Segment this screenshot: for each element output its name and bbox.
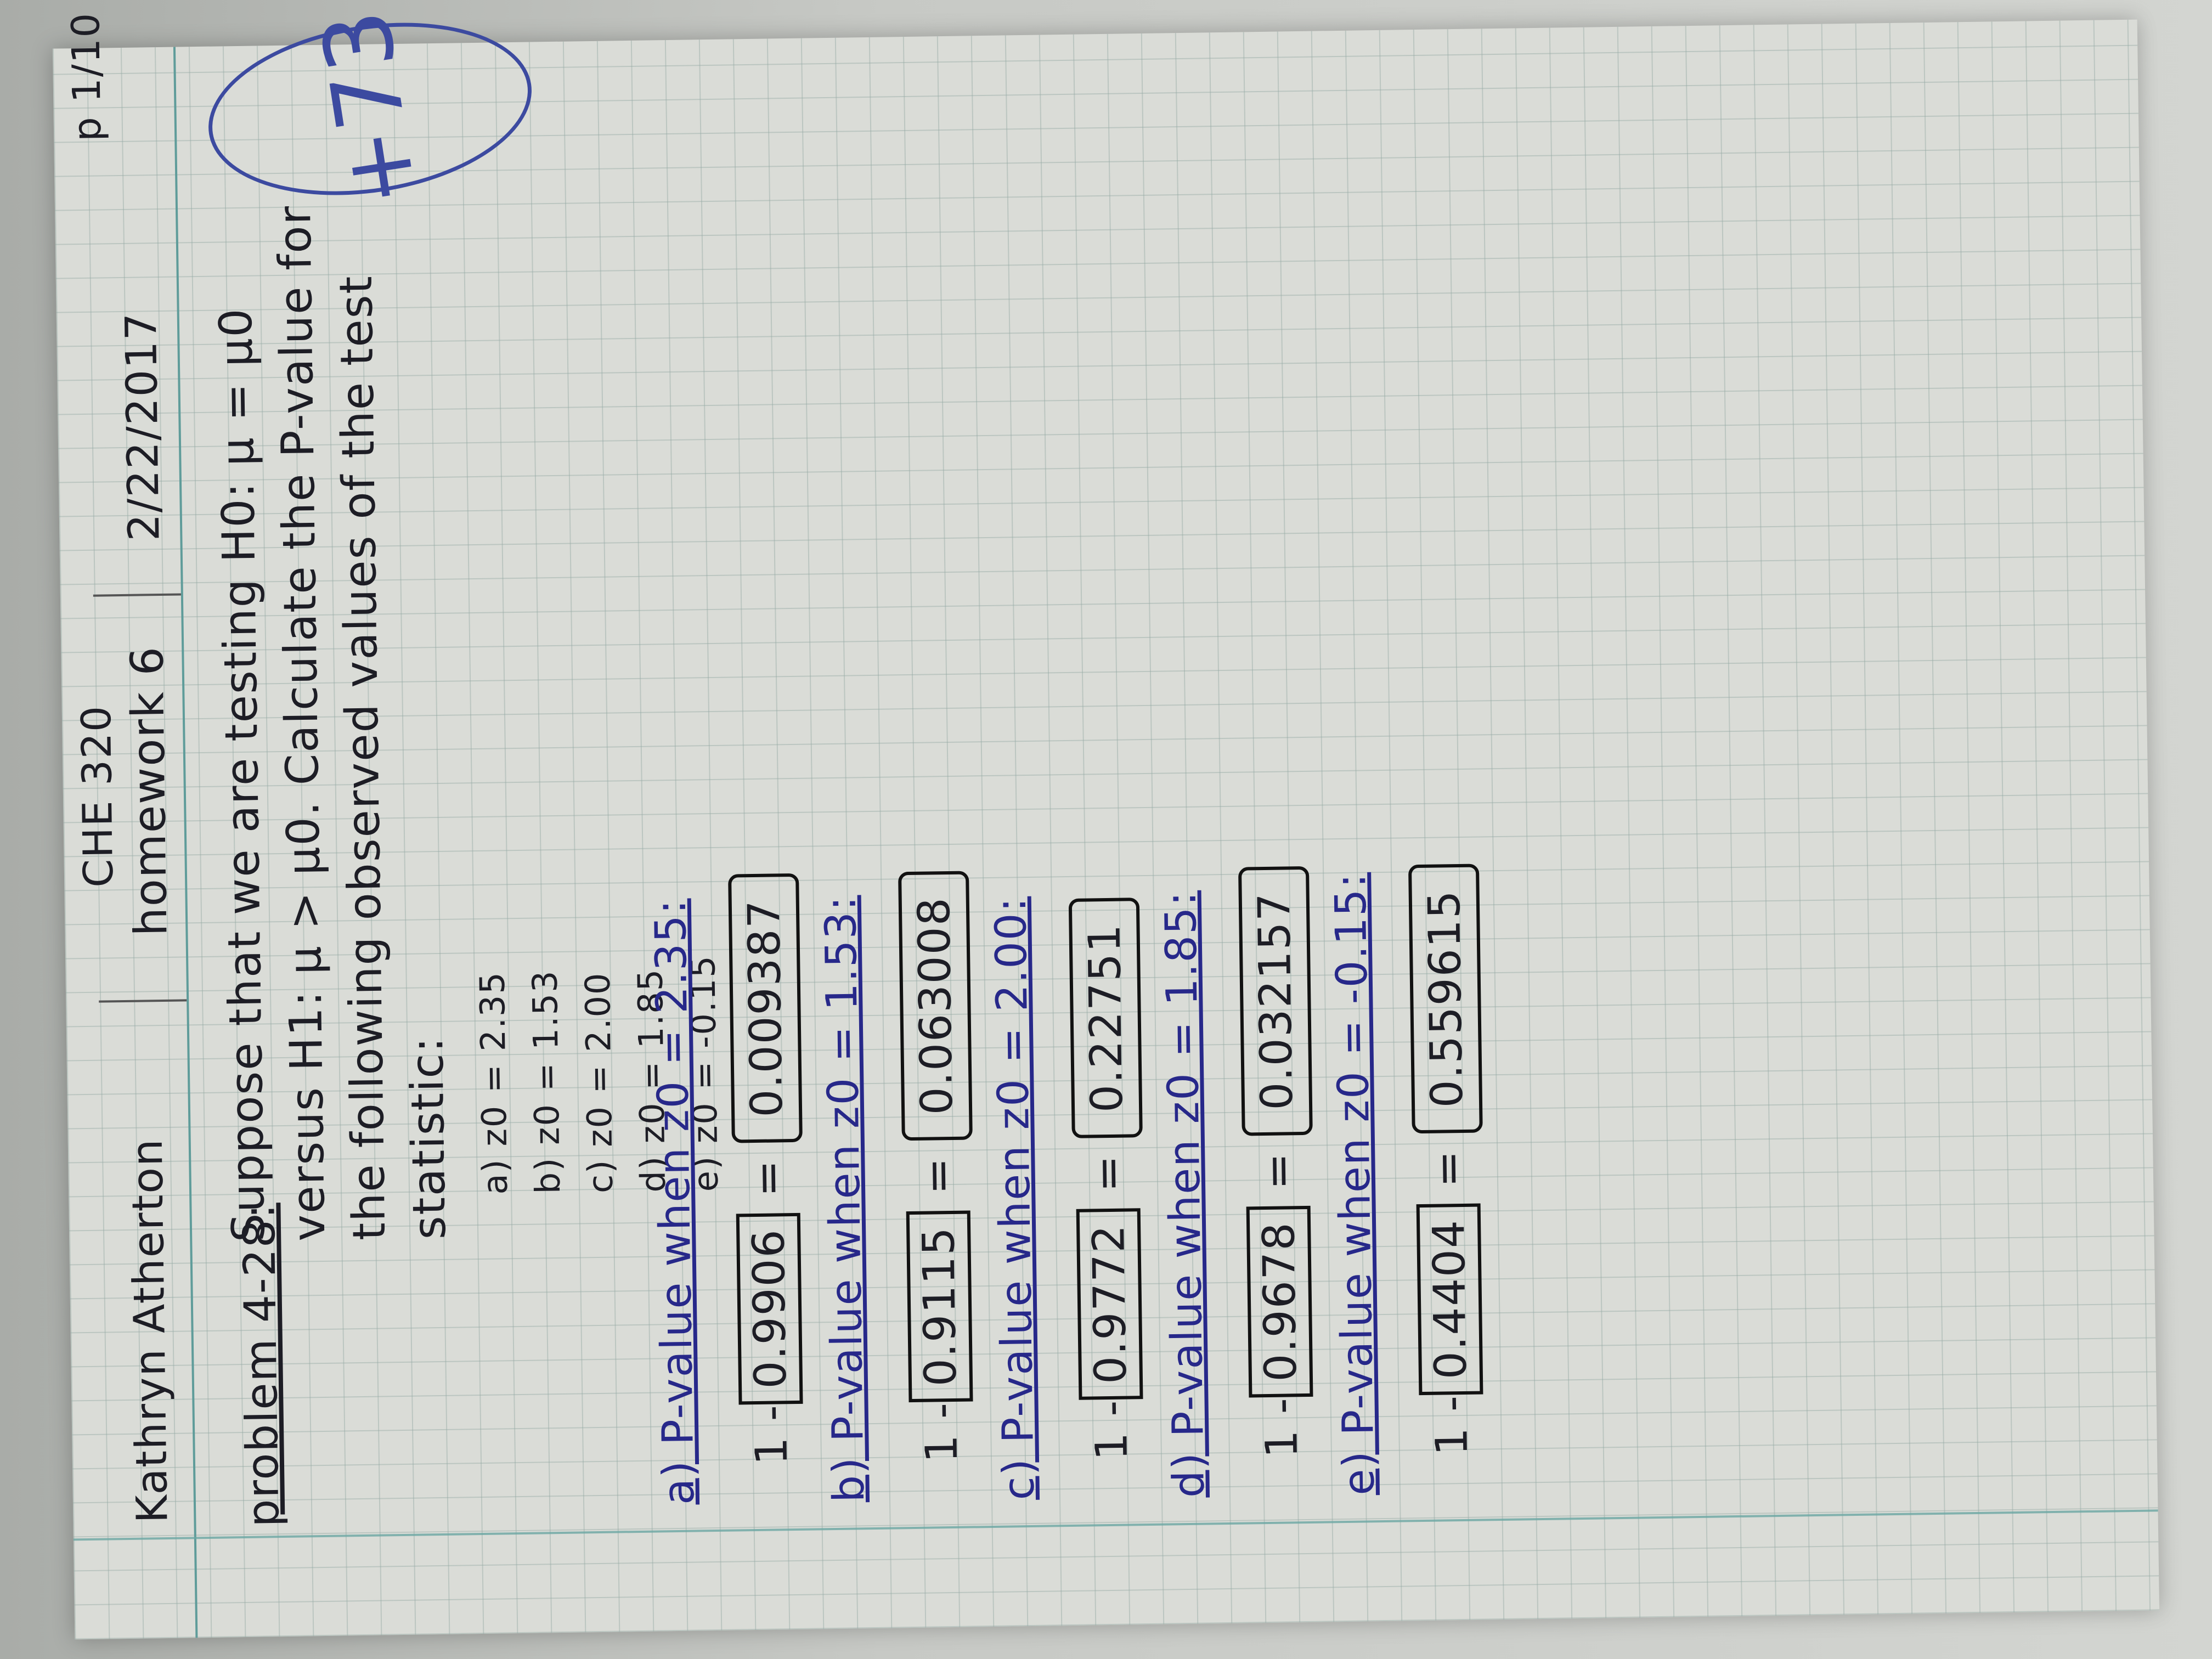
result-box: 0.063008 [898, 871, 973, 1141]
table-value-box: 0.4404 [1416, 1203, 1483, 1395]
part-label: b) P-value when z0 = 1.53: [816, 895, 874, 1503]
assignment-title: homework 6 [121, 645, 178, 936]
header-separator [99, 999, 187, 1003]
problem-line: statistic: [401, 1036, 456, 1240]
equals-sign: = [1422, 1149, 1474, 1188]
equals-sign: = [1082, 1154, 1134, 1193]
answer-prefix: 1 - [1425, 1394, 1477, 1456]
answer-row: 1 - 0.9678 = 0.032157 [1238, 866, 1317, 1459]
table-value-box: 0.9678 [1246, 1205, 1313, 1398]
answer-prefix: 1 - [1085, 1399, 1138, 1461]
table-value-box: 0.9115 [906, 1210, 973, 1402]
statistic-item: b) z0 = 1.53 [524, 969, 568, 1194]
margin-rule [73, 1509, 2158, 1541]
answer-prefix: 1 - [915, 1401, 968, 1463]
student-name: Kathryn Atherton [122, 1137, 178, 1524]
answer-row: 1 - 0.9115 = 0.063008 [898, 871, 977, 1464]
header-separator [93, 593, 181, 597]
result-box: 0.009387 [728, 873, 803, 1143]
notebook-page: Kathryn Atherton CHE 320 homework 6 2/22… [52, 1, 2160, 1640]
grade-mark: +73 [301, 3, 439, 215]
assignment-date: 2/22/2017 [116, 311, 170, 542]
problem-label: problem 4-28: [233, 1203, 289, 1528]
answer-part: b) P-value when z0 = 1.53: 1 - 0.9115 = … [816, 871, 978, 1503]
table-value-box: 0.9906 [736, 1212, 803, 1405]
answer-prefix: 1 - [745, 1403, 798, 1466]
answer-part: c) P-value when z0 = 2.00: 1 - 0.9772 = … [986, 895, 1148, 1500]
header-rule [173, 47, 198, 1638]
answer-row: 1 - 0.4404 = 0.559615 [1408, 864, 1487, 1457]
course-code: CHE 320 [72, 704, 123, 888]
statistic-item: a) z0 = 2.35 [472, 970, 516, 1195]
problem-line: the following observed values of the tes… [330, 274, 396, 1241]
answer-row: 1 - 0.9906 = 0.009387 [728, 873, 807, 1466]
table-value-box: 0.9772 [1076, 1208, 1143, 1400]
page-number: p 1/10 [63, 12, 110, 142]
answer-row: 1 - 0.9772 = 0.22751 [1068, 895, 1147, 1461]
equals-sign: = [912, 1156, 964, 1195]
part-label: a) P-value when z0 = 2.35: [646, 898, 704, 1505]
part-label: e) P-value when z0 = -0.15: [1326, 872, 1384, 1496]
answer-part: e) P-value when z0 = -0.15: 1 - 0.4404 =… [1326, 864, 1488, 1496]
answer-part: d) P-value when z0 = 1.85: 1 - 0.9678 = … [1156, 866, 1318, 1498]
answer-part: a) P-value when z0 = 2.35: 1 - 0.9906 = … [646, 873, 808, 1505]
result-box: 0.559615 [1408, 864, 1483, 1134]
equals-sign: = [742, 1158, 794, 1198]
statistic-item: c) z0 = 2.00 [577, 972, 621, 1194]
problem-line: versus H1: μ > μ0. Calculate the P-value… [268, 205, 336, 1242]
part-label: d) P-value when z0 = 1.85: [1156, 890, 1215, 1498]
part-label: c) P-value when z0 = 2.00: [986, 896, 1045, 1500]
problem-line: Suppose that we are testing H0: μ = μ0 [210, 307, 275, 1243]
grade-circle: +73 [196, 1, 544, 217]
equals-sign: = [1252, 1151, 1304, 1190]
result-box: 0.032157 [1238, 866, 1313, 1136]
result-box: 0.22751 [1068, 898, 1143, 1138]
answer-prefix: 1 - [1255, 1396, 1308, 1459]
